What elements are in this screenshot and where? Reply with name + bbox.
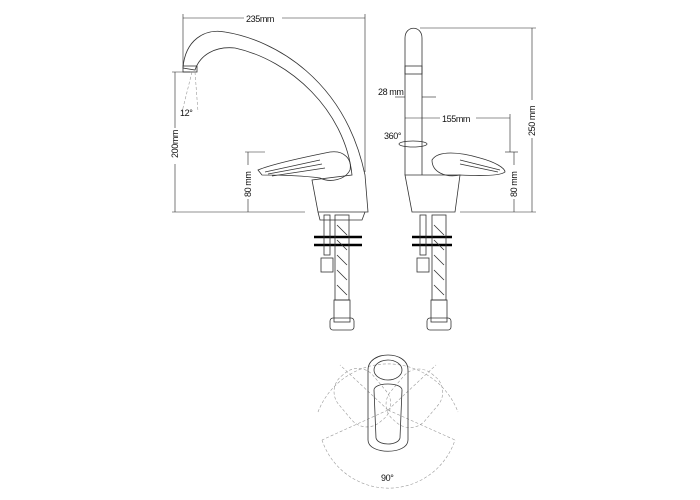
spout-height-label: 200mm [170,130,180,158]
rotation-label: 360° [384,131,402,141]
lever-height-right-label: 80 mm [509,171,519,197]
spout-diameter-label: 28 mm [378,87,404,97]
rotation-arrow-icon [398,140,428,148]
side-view-right [398,27,506,331]
spout-outline [182,30,369,213]
spray-angle-label: 12° [180,108,193,118]
top-view [317,354,459,489]
lever-outline [257,151,351,181]
lever-outline [431,152,506,177]
spout-outline [404,27,423,175]
total-height-label: 250 mm [527,106,537,136]
spout-reach-label: 235mm [246,14,274,24]
lever-height-left-label: 80 mm [243,171,253,197]
lever-reach-label: 155mm [442,114,470,124]
side-view-left [181,30,369,331]
dimension-lines-left [172,14,366,213]
lever-swing-label: 90° [381,473,394,483]
